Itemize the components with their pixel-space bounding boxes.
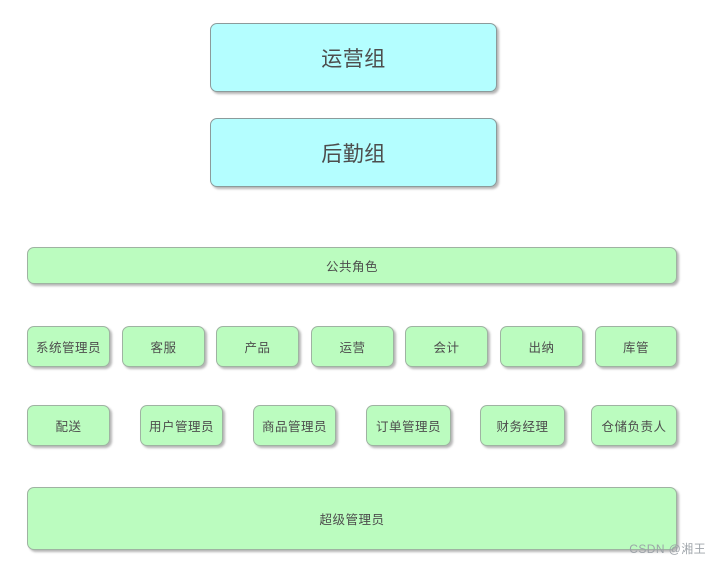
role-box-customer-service-label: 客服 xyxy=(150,341,177,355)
role-box-finance-manager[interactable]: 财务经理 xyxy=(480,405,565,446)
role-box-delivery[interactable]: 配送 xyxy=(27,405,110,446)
role-box-public-role[interactable]: 公共角色 xyxy=(27,247,677,284)
group-box-operations-label: 运营组 xyxy=(321,47,386,71)
role-box-delivery-label: 配送 xyxy=(55,420,82,434)
group-box-operations[interactable]: 运营组 xyxy=(210,23,497,92)
role-box-accounting[interactable]: 会计 xyxy=(405,326,488,367)
role-box-product[interactable]: 产品 xyxy=(216,326,299,367)
group-box-logistics[interactable]: 后勤组 xyxy=(210,118,497,187)
role-box-system-admin-label: 系统管理员 xyxy=(35,341,101,355)
role-box-warehouse-keeper[interactable]: 库管 xyxy=(595,326,677,367)
group-box-logistics-label: 后勤组 xyxy=(321,142,386,166)
role-box-customer-service[interactable]: 客服 xyxy=(122,326,205,367)
role-box-goods-admin-label: 商品管理员 xyxy=(261,420,327,434)
role-box-warehouse-lead-label: 仓储负责人 xyxy=(601,420,667,434)
role-box-super-admin[interactable]: 超级管理员 xyxy=(27,487,677,550)
role-box-user-admin-label: 用户管理员 xyxy=(148,420,214,434)
role-box-system-admin[interactable]: 系统管理员 xyxy=(27,326,110,367)
role-box-operations[interactable]: 运营 xyxy=(311,326,394,367)
role-box-operations-label: 运营 xyxy=(339,341,366,355)
role-box-warehouse-lead[interactable]: 仓储负责人 xyxy=(591,405,677,446)
role-box-product-label: 产品 xyxy=(244,341,271,355)
role-box-order-admin[interactable]: 订单管理员 xyxy=(366,405,451,446)
role-box-accounting-label: 会计 xyxy=(433,341,460,355)
csdn-watermark: CSDN @湘王 xyxy=(629,542,706,556)
role-box-user-admin[interactable]: 用户管理员 xyxy=(140,405,223,446)
role-box-order-admin-label: 订单管理员 xyxy=(375,420,441,434)
role-box-goods-admin[interactable]: 商品管理员 xyxy=(253,405,336,446)
role-box-super-admin-label: 超级管理员 xyxy=(319,513,385,527)
role-box-cashier-label: 出纳 xyxy=(528,341,555,355)
role-box-public-role-label: 公共角色 xyxy=(325,260,378,274)
role-box-cashier[interactable]: 出纳 xyxy=(500,326,583,367)
role-box-finance-manager-label: 财务经理 xyxy=(496,420,549,434)
role-box-warehouse-keeper-label: 库管 xyxy=(622,341,649,355)
